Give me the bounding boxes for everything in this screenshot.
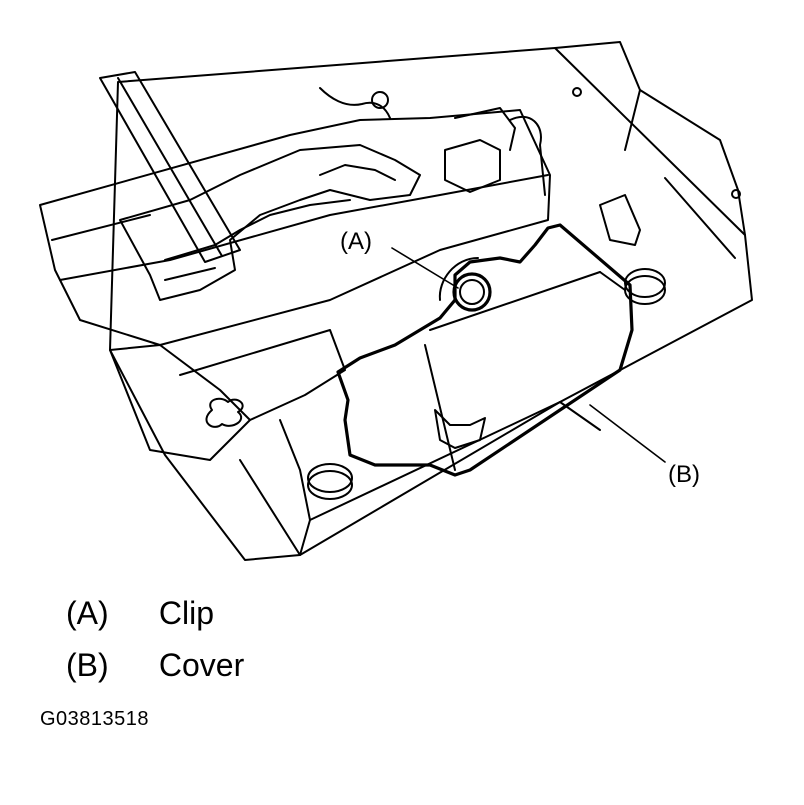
legend-key: (A) — [66, 595, 109, 631]
base-plate — [109, 47, 753, 561]
shift-lever-rod — [99, 71, 241, 263]
legend-label: Clip — [158, 595, 215, 631]
callout-a: (A) — [340, 228, 372, 255]
legend-key: (B) — [66, 647, 109, 683]
legend-item-cover: (B) Cover — [66, 649, 244, 681]
leader-line-a — [391, 247, 459, 289]
callout-b: (B) — [668, 461, 700, 488]
shift-gate — [119, 144, 421, 301]
connector-block — [444, 139, 501, 193]
legend-label: Cover — [158, 647, 245, 683]
clip — [452, 272, 492, 312]
cover-latch-notch — [434, 409, 486, 449]
shifter-housing — [39, 109, 551, 346]
shift-lever-assembly-illustration — [39, 41, 753, 561]
figure-id: G03813518 — [40, 708, 150, 730]
cover — [336, 223, 634, 477]
legend-item-clip: (A) Clip — [66, 597, 214, 629]
leader-line-b — [589, 404, 666, 463]
